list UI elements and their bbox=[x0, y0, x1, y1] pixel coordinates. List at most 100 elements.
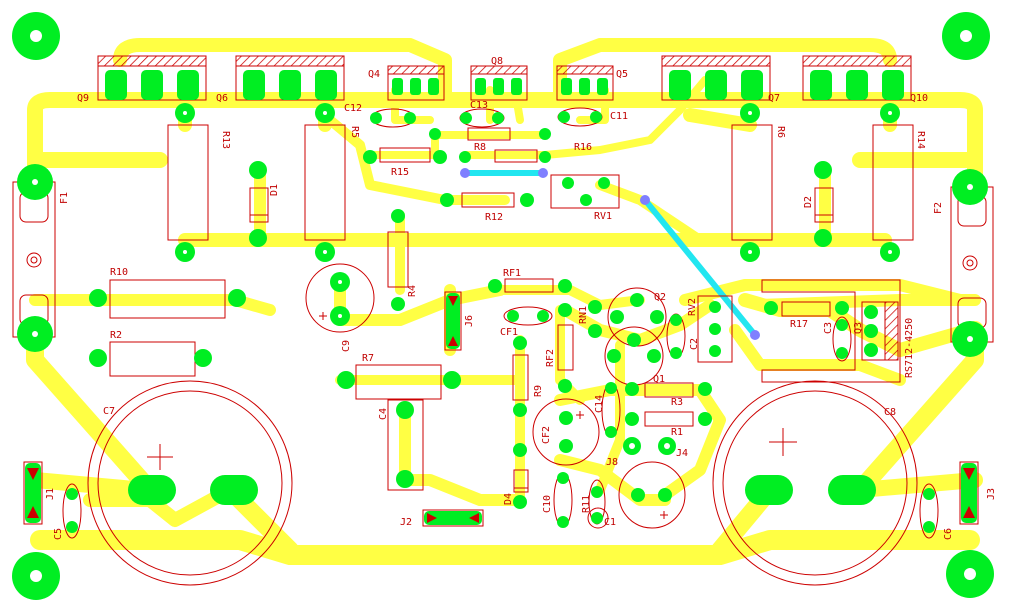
label-r14: R14 bbox=[915, 131, 926, 149]
label-rv2: RV2 bbox=[687, 298, 698, 316]
label-j1: J1 bbox=[45, 488, 56, 500]
jumper-wire-diagonal bbox=[642, 198, 758, 337]
pads-q7 bbox=[669, 70, 763, 100]
label-rf2: RF2 bbox=[545, 349, 556, 367]
via bbox=[538, 168, 548, 178]
label-c10: C10 bbox=[542, 495, 553, 513]
outline-r12 bbox=[461, 192, 515, 208]
label-r16: R16 bbox=[574, 142, 592, 153]
via bbox=[460, 168, 470, 178]
label-q8: Q8 bbox=[491, 56, 503, 67]
label-q3: Q3 bbox=[853, 322, 864, 334]
outline-r13 bbox=[167, 124, 209, 241]
outline-j1 bbox=[23, 461, 43, 525]
pads-q8 bbox=[475, 78, 522, 95]
outline-q1-circle bbox=[618, 461, 686, 529]
label-c9: C9 bbox=[341, 340, 352, 352]
pad-holes bbox=[32, 111, 973, 449]
outline-c3 bbox=[832, 316, 852, 362]
outline-rv1 bbox=[550, 174, 620, 209]
outline-r3 bbox=[644, 382, 694, 398]
label-rf1: RF1 bbox=[503, 268, 521, 279]
outline-r17 bbox=[781, 301, 831, 317]
label-c14: C14 bbox=[594, 395, 605, 413]
outline-rf2 bbox=[557, 324, 574, 371]
label-r3: R3 bbox=[671, 397, 683, 408]
outline-d4 bbox=[513, 469, 529, 493]
label-j4: J4 bbox=[676, 448, 688, 459]
label-r12: R12 bbox=[485, 212, 503, 223]
outline-c1 bbox=[587, 507, 609, 529]
label-r2: R2 bbox=[110, 330, 122, 341]
outline-c9 bbox=[305, 263, 375, 333]
outline-c6 bbox=[919, 483, 939, 539]
label-c1: C1 bbox=[604, 517, 616, 528]
label-cf2: CF2 bbox=[541, 426, 552, 444]
label-d1: D1 bbox=[269, 184, 280, 196]
outline-rv2 bbox=[697, 295, 733, 363]
label-c11: C11 bbox=[610, 111, 628, 122]
pads-q10 bbox=[810, 70, 904, 100]
outline-j6 bbox=[444, 291, 462, 351]
mounting-holes bbox=[12, 12, 994, 600]
outline-r10 bbox=[109, 279, 226, 319]
label-rn1: RN1 bbox=[578, 306, 589, 324]
label-f2: F2 bbox=[933, 202, 944, 214]
label-c3: C3 bbox=[823, 322, 834, 334]
label-r4: R4 bbox=[407, 285, 418, 297]
outline-r9 bbox=[512, 354, 529, 401]
label-c2: C2 bbox=[689, 338, 700, 350]
label-c12: C12 bbox=[344, 103, 362, 114]
label-r17: R17 bbox=[790, 319, 808, 330]
mounting-hole-top-left bbox=[12, 12, 60, 60]
pads-q5 bbox=[561, 78, 608, 95]
outline-cf2 bbox=[532, 398, 600, 466]
outline-r5 bbox=[304, 124, 346, 241]
pads-q6 bbox=[243, 70, 337, 100]
outline-d1 bbox=[249, 187, 269, 223]
pads-q9 bbox=[105, 70, 199, 100]
label-r11: R11 bbox=[581, 495, 592, 513]
label-c6: C6 bbox=[943, 528, 954, 540]
label-c13: C13 bbox=[470, 100, 488, 111]
outline-r7 bbox=[355, 364, 442, 400]
outline-r14 bbox=[872, 124, 914, 241]
component-labels: Q9 Q6 Q4 Q8 Q5 Q7 Q10 C12 C13 C11 R13 R5… bbox=[45, 56, 997, 540]
label-r7: R7 bbox=[362, 353, 374, 364]
label-c8: C8 bbox=[884, 407, 896, 418]
pads-q4 bbox=[392, 78, 439, 95]
outline-r8 bbox=[467, 127, 511, 141]
label-r9: R9 bbox=[533, 385, 544, 397]
label-r5: R5 bbox=[349, 126, 360, 138]
label-f1: F1 bbox=[59, 192, 70, 204]
label-q9: Q9 bbox=[77, 93, 89, 104]
outline-rf1 bbox=[504, 278, 554, 293]
label-cf1: CF1 bbox=[500, 327, 518, 338]
label-r1: R1 bbox=[671, 427, 683, 438]
connector-markers bbox=[27, 296, 975, 523]
label-j6: J6 bbox=[464, 315, 475, 327]
label-d2: D2 bbox=[803, 196, 814, 208]
mounting-hole-bottom-left bbox=[12, 552, 60, 600]
outline-j3 bbox=[959, 461, 979, 525]
label-d4: D4 bbox=[503, 493, 514, 505]
outline-c7 bbox=[87, 380, 293, 586]
label-r10: R10 bbox=[110, 267, 128, 278]
label-r6: R6 bbox=[775, 126, 786, 138]
outline-j2 bbox=[422, 509, 484, 527]
label-j2: J2 bbox=[400, 517, 412, 528]
label-q2: Q2 bbox=[654, 292, 666, 303]
label-r8: R8 bbox=[474, 142, 486, 153]
outline-r1 bbox=[644, 411, 694, 427]
label-rv1: RV1 bbox=[594, 211, 612, 222]
label-q1: Q1 bbox=[653, 374, 665, 385]
label-q5: Q5 bbox=[616, 69, 628, 80]
label-c4: C4 bbox=[378, 408, 389, 420]
outline-c4 bbox=[387, 399, 424, 491]
label-r13: R13 bbox=[220, 131, 231, 149]
outline-c8 bbox=[712, 380, 918, 586]
outline-r16 bbox=[494, 149, 538, 163]
outline-heatsink bbox=[761, 279, 901, 383]
outline-r4 bbox=[387, 231, 409, 288]
